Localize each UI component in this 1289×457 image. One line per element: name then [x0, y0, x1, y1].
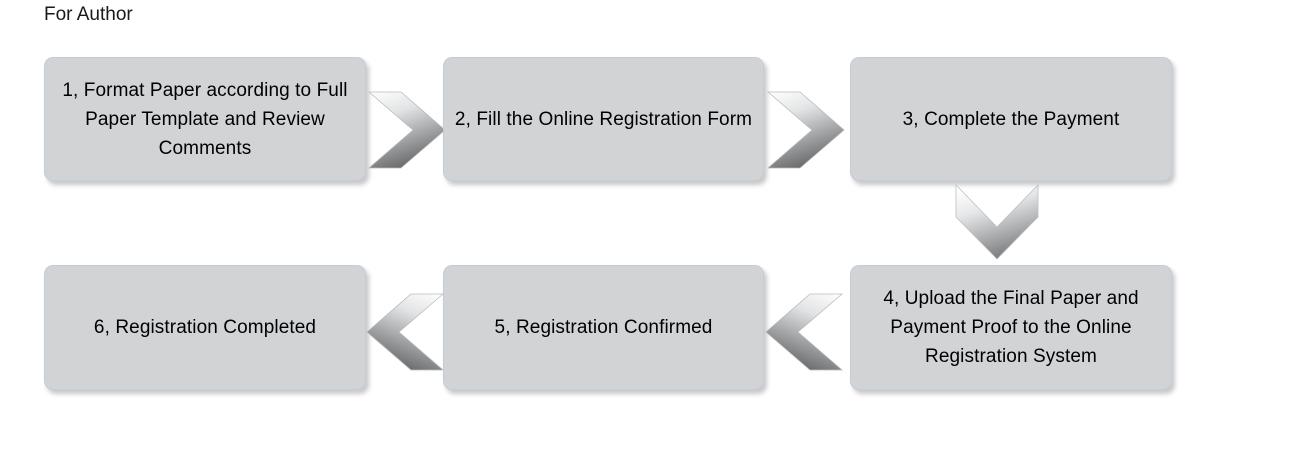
- flow-node-step-5-label: 5, Registration Confirmed: [494, 317, 713, 338]
- page-title: For Author: [44, 4, 133, 25]
- flow-node-step-6[interactable]: 6, Registration Completed: [44, 265, 366, 390]
- flow-node-step-1[interactable]: 1, Format Paper according to Full Paper …: [44, 57, 366, 181]
- flow-node-step-6-label: 6, Registration Completed: [93, 317, 317, 338]
- flow-node-step-3[interactable]: 3, Complete the Payment: [850, 57, 1172, 181]
- flow-node-step-4-label: 4, Upload the Final Paper and Payment Pr…: [883, 288, 1139, 367]
- flow-node-step-4[interactable]: 4, Upload the Final Paper and Payment Pr…: [850, 265, 1172, 390]
- flow-node-step-1-label: 1, Format Paper according to Full Paper …: [62, 79, 348, 159]
- connector-arrow-3-to-4: [952, 183, 1042, 261]
- connector-arrow-5-to-6: [363, 290, 449, 374]
- connector-arrow-4-to-5: [762, 290, 848, 374]
- connector-arrow-1-to-2: [363, 88, 447, 172]
- flow-node-step-2[interactable]: 2, Fill the Online Registration Form: [443, 57, 764, 181]
- flow-node-step-3-label: 3, Complete the Payment: [902, 108, 1120, 130]
- flow-node-step-2-label: 2, Fill the Online Registration Form: [454, 108, 753, 130]
- flow-node-step-5[interactable]: 5, Registration Confirmed: [443, 265, 764, 390]
- connector-arrow-2-to-3: [762, 88, 846, 172]
